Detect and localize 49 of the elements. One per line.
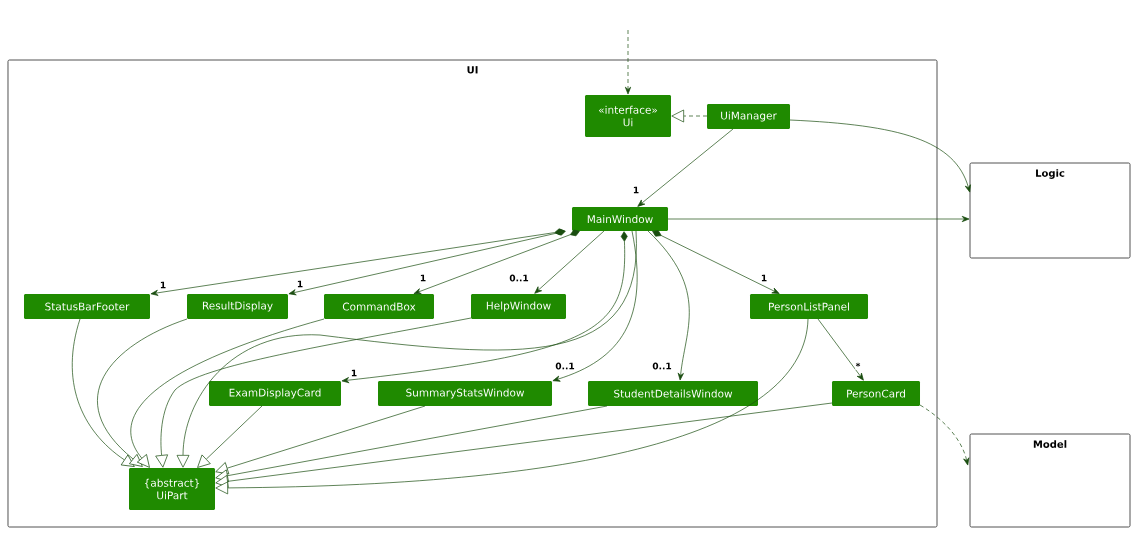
- arrow: [130, 318, 325, 468]
- multiplicity-label: 1: [350, 369, 358, 377]
- arrow: [341, 231, 628, 384]
- arrow: [817, 318, 864, 381]
- multiplicity-label: 1: [419, 274, 427, 282]
- multiplicity-label: 1: [159, 281, 167, 289]
- interface-box: «interface» Ui: [585, 95, 671, 137]
- class-box: UiManager: [707, 104, 790, 129]
- arrow: [534, 230, 605, 294]
- class-box: StatusBarFooter: [24, 294, 150, 319]
- arrow: [71, 318, 135, 467]
- class-box: SummaryStatsWindow: [378, 381, 552, 406]
- arrow: [552, 230, 638, 382]
- multiplicity-label: 0..1: [651, 362, 673, 370]
- class-box: ResultDisplay: [187, 294, 288, 319]
- multiplicity-label: 0..1: [554, 362, 576, 370]
- arrow: [215, 402, 833, 488]
- arrow: [789, 119, 971, 193]
- arrow: [176, 230, 637, 468]
- arrow: [215, 318, 809, 495]
- arrow: [155, 317, 472, 468]
- arrow: [919, 404, 970, 466]
- class-box: StudentDetailsWindow: [588, 381, 758, 406]
- arrow: [197, 405, 263, 468]
- multiplicity-label: *: [855, 362, 861, 370]
- class-box: CommandBox: [324, 294, 434, 319]
- arrow: [667, 215, 970, 223]
- package-frame: Model: [969, 433, 1131, 528]
- multiplicity-label: 1: [296, 280, 304, 288]
- class-box: PersonListPanel: [750, 294, 868, 319]
- arrow: [413, 229, 580, 295]
- arrow: [671, 109, 708, 123]
- class-box: ExamDisplayCard: [209, 381, 341, 406]
- class-box: MainWindow: [572, 207, 668, 231]
- arrow: [624, 29, 632, 95]
- multiplicity-label: 1: [760, 274, 768, 282]
- class-box: HelpWindow: [471, 294, 566, 319]
- arrow: [652, 230, 780, 294]
- package-frame: Logic: [969, 162, 1131, 259]
- arrow: [215, 405, 608, 482]
- multiplicity-label: 0..1: [508, 274, 530, 282]
- arrow: [215, 405, 426, 475]
- arrow: [647, 230, 690, 381]
- abstract-class-box: {abstract} UiPart: [129, 468, 215, 510]
- arrow: [97, 318, 188, 467]
- multiplicity-label: 1: [632, 186, 640, 194]
- arrow: [637, 128, 734, 207]
- class-box: PersonCard: [832, 381, 920, 406]
- arrow: [288, 228, 566, 296]
